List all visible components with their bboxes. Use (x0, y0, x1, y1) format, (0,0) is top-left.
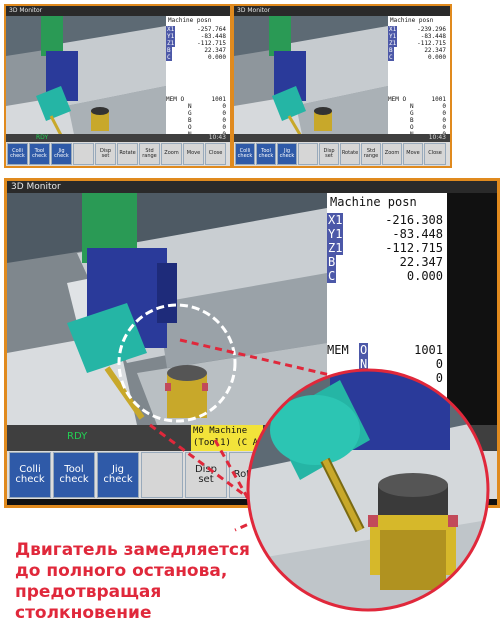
caption-line: Двигатель замедляется (15, 540, 250, 560)
window-title: 3D Monitor (9, 7, 43, 14)
blank-softkey[interactable] (73, 143, 94, 165)
std-range-button[interactable]: Std range (139, 143, 160, 165)
window-title: 3D Monitor (11, 182, 61, 192)
rdy-status: RDY (36, 134, 49, 141)
colli-check-button[interactable]: Colli check (7, 143, 28, 165)
window-title-bar: 3D Monitor (6, 6, 230, 16)
rotate-button[interactable]: Rotate (340, 143, 360, 165)
machine-3d-view (6, 16, 166, 144)
small-monitor-left: 3D Monitor Machine posn X1-257.764 Y1-83… (4, 4, 232, 168)
rotate-button[interactable]: Rotate (229, 452, 271, 498)
collision-caption: Двигатель замедляется до полного останов… (15, 540, 265, 624)
disp-set-button[interactable]: Disp set (95, 143, 116, 165)
disp-set-button[interactable]: Disp set (185, 452, 227, 498)
std-range-button[interactable]: Std range (361, 143, 381, 165)
blank-softkey[interactable] (141, 452, 183, 498)
panel-title: Machine posn (168, 17, 212, 24)
jig-check-button[interactable]: Jig check (97, 452, 139, 498)
softkey-bar: Colli check Tool check Jig check Disp se… (234, 142, 450, 166)
window-title-bar: 3D Monitor (7, 181, 497, 193)
zoom-button[interactable]: Zoom (161, 143, 182, 165)
tool-check-button[interactable]: Tool check (53, 452, 95, 498)
small-monitor-right: 3D Monitor Machine posn X1-239.296 Y1-83… (232, 4, 452, 168)
blank-softkey[interactable] (298, 143, 318, 165)
window-title: 3D Monitor (237, 7, 271, 14)
status-bar: RDY M0 Machine (Tool1) (C A (7, 425, 497, 451)
caption-line: столкновение (15, 603, 152, 623)
colli-check-button[interactable]: Colli check (9, 452, 51, 498)
panel-title: Machine posn (330, 195, 417, 209)
machine-posn-panel: Machine posn X1-257.764 Y1-83.448 Z1-112… (166, 16, 230, 145)
tool-check-button[interactable]: Tool check (29, 143, 50, 165)
move-button[interactable]: Move (403, 143, 423, 165)
status-bar: RDY 10:43 (6, 134, 230, 142)
machine-3d-view (7, 193, 327, 425)
close-button[interactable]: Close (205, 143, 226, 165)
caption-line: предотвращая (15, 582, 162, 602)
zoom-button[interactable]: Zoom (382, 143, 402, 165)
main-monitor: 3D Monitor Machine posn X1-216.308 Y1-83… (4, 178, 500, 508)
machine-3d-view (234, 16, 388, 144)
machine-posn-panel: Machine posn X1-239.296 Y1-83.448 Z1-112… (388, 16, 450, 145)
jig-check-button[interactable]: Jig check (51, 143, 72, 165)
rdy-status: RDY (67, 431, 88, 442)
move-button[interactable]: Move (183, 143, 204, 165)
panel-title: Machine posn (390, 17, 434, 24)
softkey-bar: Colli check Tool check Jig check Disp se… (6, 142, 230, 166)
machine-posn-panel: Machine posn X1-216.308 Y1-83.448 Z1-112… (327, 193, 447, 425)
alarm-message: M0 Machine (Tool1) (C A (191, 425, 263, 451)
close-button[interactable]: Close (424, 143, 446, 165)
tool-check-button[interactable]: Tool check (256, 143, 276, 165)
rotate-button[interactable]: Rotate (117, 143, 138, 165)
jig-check-button[interactable]: Jig check (277, 143, 297, 165)
colli-check-button[interactable]: Colli check (235, 143, 255, 165)
clock: 10:43 (208, 134, 226, 141)
caption-line: до полного останова, (15, 561, 228, 581)
clock: 10:43 (428, 134, 446, 141)
status-bar: 10:43 (234, 134, 450, 142)
softkey-bar: Colli check Tool check Jig check Disp se… (7, 451, 497, 499)
window-title-bar: 3D Monitor (234, 6, 450, 16)
disp-set-button[interactable]: Disp set (319, 143, 339, 165)
